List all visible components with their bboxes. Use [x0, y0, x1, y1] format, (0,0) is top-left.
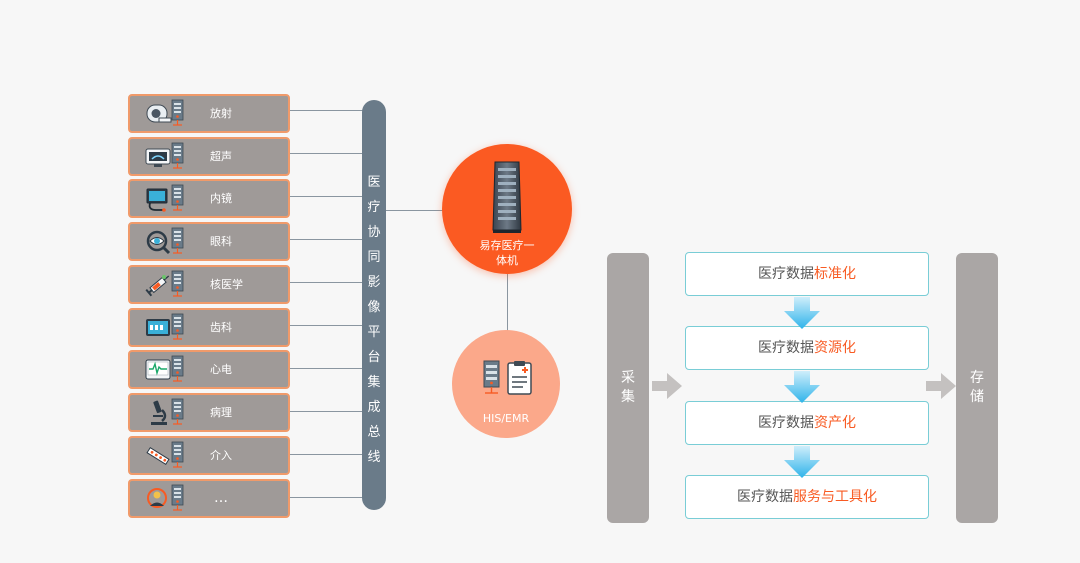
department-item[interactable]: 眼科	[128, 222, 290, 261]
collect-pillar: 采 集	[607, 253, 649, 523]
arrow-down-icon	[784, 371, 820, 403]
eye-icon	[146, 227, 184, 255]
catheter-icon	[146, 441, 184, 468]
his-emr-label: HIS/EMR	[482, 412, 530, 425]
store-char: 储	[970, 389, 984, 405]
arrow-right-icon	[652, 373, 682, 399]
bus-server-connector	[386, 210, 444, 211]
department-item[interactable]: 病理	[128, 393, 290, 432]
bus-char: 同	[367, 250, 381, 265]
bus-char: 总	[367, 425, 381, 440]
department-label: 眼科	[210, 235, 232, 248]
department-label: 齿科	[210, 321, 232, 334]
department-item[interactable]: 齿科	[128, 308, 290, 347]
store-pillar: 存 储	[956, 253, 998, 523]
connector-line	[290, 110, 364, 111]
endoscope-icon	[146, 184, 184, 212]
stage-highlight: 资产化	[814, 415, 856, 431]
bus-char: 平	[367, 325, 381, 340]
arrow-down-icon	[784, 297, 820, 329]
integration-bus	[362, 100, 386, 510]
connector-line	[290, 411, 364, 412]
connector-line	[290, 454, 364, 455]
bus-char: 疗	[367, 200, 381, 215]
department-label: 超声	[210, 150, 232, 163]
department-label: 病理	[210, 406, 232, 419]
dental-icon	[146, 313, 184, 340]
stage-prefix: 医疗数据	[758, 266, 814, 282]
server-icon	[483, 360, 500, 394]
ct-scanner-icon	[146, 99, 184, 126]
department-label: 介入	[210, 449, 232, 462]
department-label: 核医学	[210, 278, 243, 291]
stage-service-tooling: 医疗数据服务与工具化	[685, 475, 929, 519]
connector-line	[290, 368, 364, 369]
department-label: 内镜	[210, 192, 232, 205]
stage-highlight: 标准化	[814, 266, 856, 282]
department-item[interactable]: 超声	[128, 137, 290, 176]
connector-line	[290, 196, 364, 197]
stage-standardization: 医疗数据标准化	[685, 252, 929, 296]
microscope-icon	[151, 398, 184, 425]
connector-line	[290, 153, 364, 154]
store-char: 存	[970, 370, 984, 386]
bus-char: 协	[367, 225, 381, 240]
department-item[interactable]: 核医学	[128, 265, 290, 304]
connector-line	[290, 282, 364, 283]
arrow-down-icon	[784, 446, 820, 478]
bus-char: 台	[367, 350, 381, 365]
department-label: …	[214, 490, 229, 506]
department-item[interactable]: 介入	[128, 436, 290, 475]
stage-prefix: 医疗数据	[758, 340, 814, 356]
connector-line	[290, 497, 364, 498]
arrow-right-icon	[926, 373, 956, 399]
server-his-connector	[507, 272, 508, 332]
department-item[interactable]: 心电	[128, 350, 290, 389]
connector-line	[290, 325, 364, 326]
stage-assetization: 医疗数据资产化	[685, 401, 929, 445]
integration-bus-label: 医 疗 协 同 影 像 平 台 集 成 总 线	[362, 170, 386, 470]
stage-highlight: 服务与工具化	[793, 489, 877, 505]
bus-char: 像	[367, 300, 381, 315]
ecg-monitor-icon	[145, 355, 184, 382]
stage-highlight: 资源化	[814, 340, 856, 356]
stage-prefix: 医疗数据	[758, 415, 814, 431]
syringe-icon	[145, 270, 184, 297]
collect-char: 采	[621, 370, 635, 386]
department-item[interactable]: 放射	[128, 94, 290, 133]
department-item[interactable]: 内镜	[128, 179, 290, 218]
server-label-line: 体机	[496, 254, 518, 267]
collect-char: 集	[621, 389, 635, 405]
bus-char: 医	[367, 175, 381, 190]
medical-record-icon	[507, 361, 532, 395]
bus-char: 成	[367, 400, 381, 415]
ultrasound-icon	[145, 142, 184, 169]
department-label: 放射	[210, 107, 232, 120]
person-icon	[147, 484, 184, 511]
stage-resourcing: 医疗数据资源化	[685, 326, 929, 370]
bus-char: 影	[367, 275, 381, 290]
department-item[interactable]: …	[128, 479, 290, 518]
server-rack-icon	[492, 161, 522, 233]
server-label-line: 易存医疗一	[479, 239, 535, 252]
bus-char: 集	[367, 375, 381, 390]
connector-line	[290, 239, 364, 240]
department-label: 心电	[210, 363, 232, 376]
his-emr-node[interactable]	[452, 330, 560, 438]
bus-char: 线	[367, 450, 381, 465]
stage-prefix: 医疗数据	[737, 489, 793, 505]
server-label: 易存医疗一 体机	[442, 238, 572, 268]
